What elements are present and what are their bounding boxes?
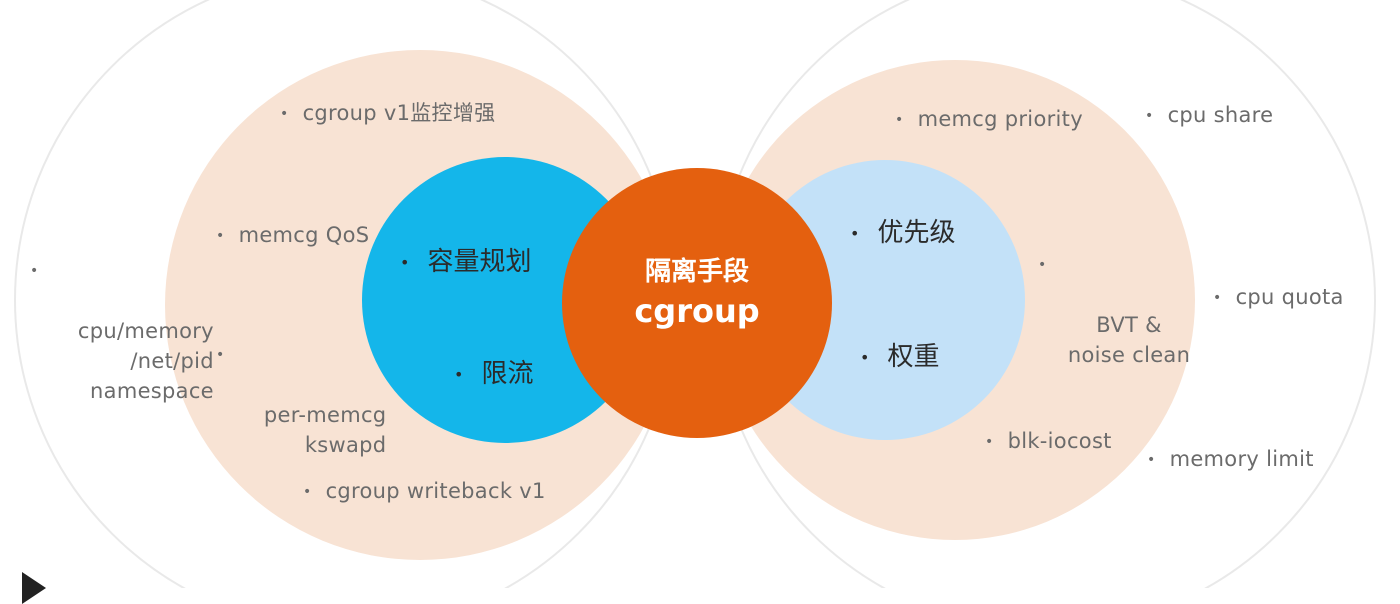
right-peach-item-blk-iocost: • blk-iocost bbox=[985, 426, 1112, 457]
per-memcg-label: per-memcg kswapd bbox=[263, 403, 387, 457]
right-lightblue-circle bbox=[745, 160, 1025, 440]
left-peach-item-memcg-qos: • memcg QoS bbox=[216, 220, 369, 251]
bullet-icon: • bbox=[860, 347, 870, 367]
right-peach-item-memcg-priority: • memcg priority bbox=[895, 104, 1083, 135]
left-cyan-circle bbox=[362, 157, 648, 443]
cgroup-v1-label: cgroup v1监控增强 bbox=[302, 101, 496, 125]
blk-iocost-label: blk-iocost bbox=[1007, 429, 1112, 453]
priority-label: 优先级 bbox=[877, 218, 956, 248]
center-orange-circle bbox=[562, 168, 832, 438]
bullet-icon: • bbox=[985, 434, 994, 450]
cpu-quota-label: cpu quota bbox=[1235, 285, 1344, 309]
bullet-icon: • bbox=[1213, 290, 1222, 306]
circles-layer bbox=[14, 0, 1376, 588]
ratelimit-label: 限流 bbox=[481, 359, 534, 389]
right-inner-priority: • 优先级 bbox=[850, 216, 955, 251]
right-outer-item-cpu-quota: • cpu quota bbox=[1213, 282, 1344, 313]
bullet-icon: • bbox=[1145, 108, 1154, 124]
bvt-label: BVT & noise clean bbox=[1067, 313, 1191, 367]
cgroup-isolation-diagram: • cpu/memory /net/pid namespace • cgroup … bbox=[14, 0, 1376, 604]
cpu-share-label: cpu share bbox=[1167, 103, 1274, 127]
bullet-icon: • bbox=[280, 106, 289, 122]
left-outer-namespace: • cpu/memory /net/pid namespace bbox=[30, 256, 214, 436]
bullet-icon: • bbox=[895, 112, 904, 128]
center-label: 隔离手段 cgroup bbox=[562, 255, 832, 333]
center-subtitle: cgroup bbox=[634, 292, 760, 330]
right-inner-weight: • 权重 bbox=[860, 340, 939, 375]
bullet-icon: • bbox=[216, 228, 225, 244]
left-peach-item-cgroup-v1: • cgroup v1监控增强 bbox=[280, 98, 495, 129]
play-triangle-icon[interactable] bbox=[22, 572, 46, 604]
writeback-label: cgroup writeback v1 bbox=[325, 479, 546, 503]
left-inner-ratelimit: • 限流 bbox=[454, 357, 533, 392]
right-outer-item-cpu-share: • cpu share bbox=[1145, 100, 1273, 131]
bullet-icon: • bbox=[1147, 452, 1156, 468]
left-peach-item-per-memcg: • per-memcg kswapd bbox=[216, 340, 386, 490]
bullet-icon: • bbox=[303, 484, 312, 500]
right-peach-item-bvt: • BVT & noise clean bbox=[1038, 250, 1190, 400]
bullet-icon: • bbox=[850, 223, 860, 243]
namespace-label: cpu/memory /net/pid namespace bbox=[77, 319, 214, 403]
left-inner-capacity: • 容量规划 bbox=[400, 245, 531, 280]
center-title: 隔离手段 bbox=[644, 257, 749, 287]
weight-label: 权重 bbox=[887, 342, 940, 372]
bullet-icon: • bbox=[1038, 257, 1047, 273]
left-peach-item-writeback: • cgroup writeback v1 bbox=[303, 476, 546, 507]
memcg-qos-label: memcg QoS bbox=[238, 223, 370, 247]
bullet-icon: • bbox=[400, 252, 410, 272]
memcg-priority-label: memcg priority bbox=[917, 107, 1083, 131]
right-outer-item-memory-limit: • memory limit bbox=[1147, 444, 1314, 475]
bullet-icon: • bbox=[30, 263, 39, 279]
capacity-label: 容量规划 bbox=[427, 247, 532, 277]
bullet-icon: • bbox=[216, 347, 225, 363]
bullet-icon: • bbox=[454, 364, 464, 384]
memory-limit-label: memory limit bbox=[1169, 447, 1314, 471]
